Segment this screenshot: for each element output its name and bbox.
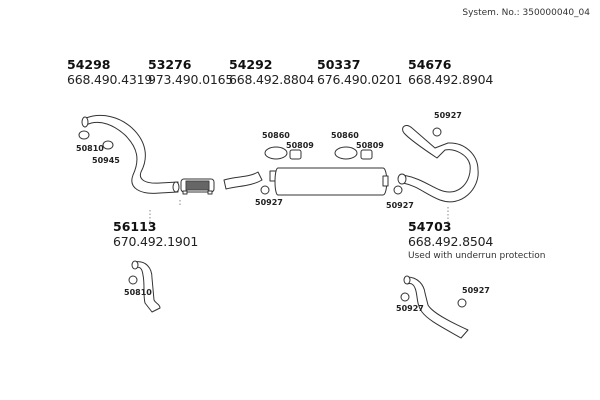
clamp-icon[interactable] xyxy=(260,185,270,195)
callout-50809[interactable]: 50809 xyxy=(286,141,314,150)
part-56113[interactable]: 56113 670.492.1901 xyxy=(113,219,199,250)
callout-50810[interactable]: 50810 xyxy=(124,288,152,297)
callout-50860[interactable]: 50860 xyxy=(331,131,359,140)
part-54676[interactable]: 54676 668.492.8904 xyxy=(408,57,494,88)
pipe-54298[interactable] xyxy=(81,114,180,194)
muffler-50337[interactable] xyxy=(269,167,389,196)
callout-50810[interactable]: 50810 xyxy=(76,144,104,153)
clamp-icon[interactable] xyxy=(432,127,442,137)
part-number: 50337 xyxy=(317,57,361,72)
part-reference: 668.492.8904 xyxy=(408,72,494,87)
callout-50860[interactable]: 50860 xyxy=(262,131,290,140)
rubber-mount-icon[interactable] xyxy=(360,149,373,160)
part-number: 53276 xyxy=(148,57,192,72)
pipe-54676[interactable] xyxy=(397,125,479,203)
clamp-icon[interactable] xyxy=(128,275,138,285)
part-reference: 676.490.0201 xyxy=(317,72,403,87)
part-number: 56113 xyxy=(113,219,157,234)
part-number: 54676 xyxy=(408,57,452,72)
callout-50927[interactable]: 50927 xyxy=(434,111,462,120)
part-53276[interactable]: 53276 973.490.0165 xyxy=(148,57,234,88)
pipe-54292[interactable] xyxy=(223,171,263,190)
pipe-56113[interactable] xyxy=(131,260,161,313)
band-clamp-icon[interactable] xyxy=(264,146,288,160)
part-reference: 668.492.8804 xyxy=(229,72,315,87)
band-clamp-icon[interactable] xyxy=(334,146,358,160)
callout-50927[interactable]: 50927 xyxy=(396,304,424,313)
callout-50927[interactable]: 50927 xyxy=(462,286,490,295)
part-number: 54292 xyxy=(229,57,273,72)
part-reference: 668.492.8504 xyxy=(408,234,494,249)
flex-pipe-53276[interactable] xyxy=(180,178,215,195)
part-54292[interactable]: 54292 668.492.8804 xyxy=(229,57,315,88)
part-54298[interactable]: 54298 668.490.4319 xyxy=(67,57,153,88)
callout-50809[interactable]: 50809 xyxy=(356,141,384,150)
system-number: System. No.: 350000040_04 xyxy=(462,8,590,18)
clamp-icon[interactable] xyxy=(78,130,90,140)
clamp-icon[interactable] xyxy=(102,140,114,150)
part-reference: 670.492.1901 xyxy=(113,234,199,249)
pipe-54703[interactable] xyxy=(403,275,469,339)
rubber-mount-icon[interactable] xyxy=(289,149,302,160)
callout-50927[interactable]: 50927 xyxy=(255,198,283,207)
part-50337[interactable]: 50337 676.490.0201 xyxy=(317,57,403,88)
callout-50945[interactable]: 50945 xyxy=(92,156,120,165)
clamp-icon[interactable] xyxy=(457,298,467,308)
clamp-icon[interactable] xyxy=(393,185,403,195)
part-note: Used with underrun protection xyxy=(408,251,546,261)
part-reference: 668.490.4319 xyxy=(67,72,153,87)
callout-50927[interactable]: 50927 xyxy=(386,201,414,210)
clamp-icon[interactable] xyxy=(400,292,410,302)
part-reference: 973.490.0165 xyxy=(148,72,234,87)
part-number: 54703 xyxy=(408,219,452,234)
part-number: 54298 xyxy=(67,57,111,72)
part-54703[interactable]: 54703 668.492.8504 Used with underrun pr… xyxy=(408,219,546,262)
